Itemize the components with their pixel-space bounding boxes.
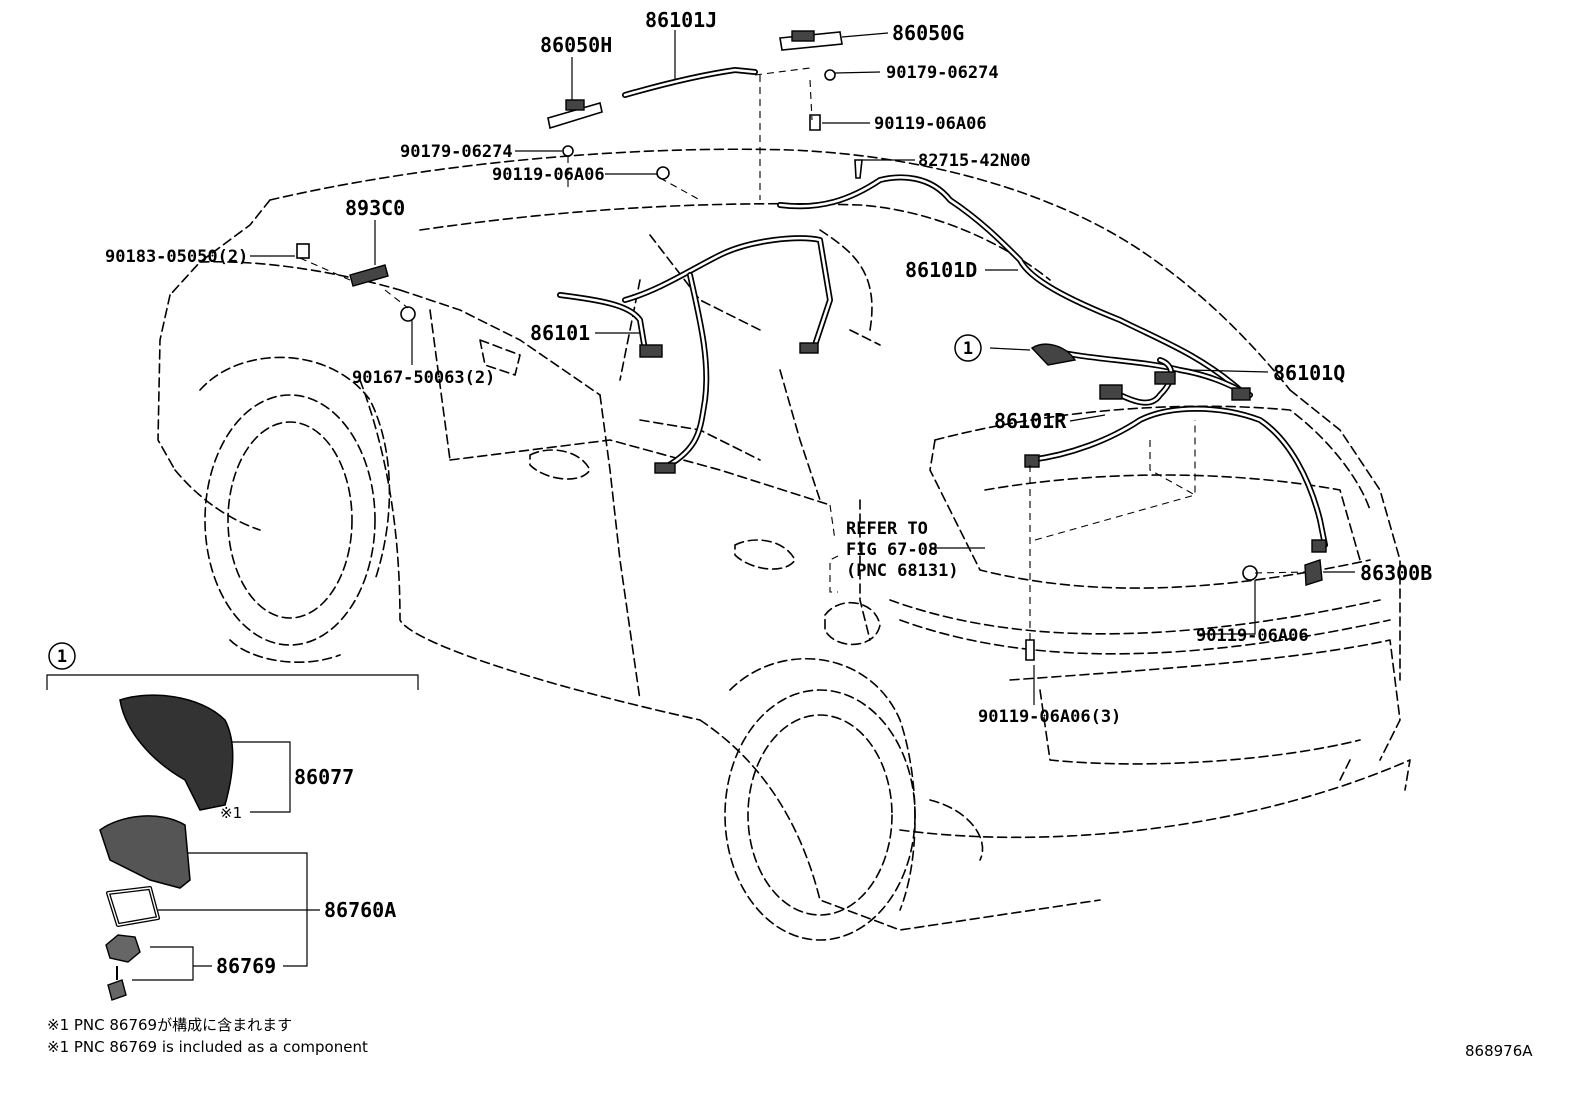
label-82715-42N00: 82715-42N00 — [918, 151, 1031, 171]
label-90179-06274-right: 90179-06274 — [886, 63, 999, 83]
reference-lines — [299, 67, 1306, 640]
label-90119-06A06-rear: 90119-06A06 — [1196, 626, 1309, 646]
label-86101J: 86101J — [645, 8, 717, 32]
label-86769: 86769 — [216, 954, 276, 978]
refer-line-3: (PNC 68131) — [846, 561, 959, 581]
callout-circle-main-label: 1 — [963, 339, 973, 359]
label-86101D: 86101D — [905, 258, 977, 282]
callout-circle-detail: 1 — [48, 642, 76, 670]
label-86101R: 86101R — [994, 409, 1067, 433]
detail-view-antenna — [46, 674, 419, 1001]
footnote-jp: ※1 PNC 86769が構成に含まれます — [47, 1016, 292, 1034]
label-86101Q: 86101Q — [1273, 361, 1345, 385]
label-86050H: 86050H — [540, 33, 612, 57]
refer-note: REFER TO FIG 67-08 (PNC 68131) — [829, 519, 959, 593]
label-86077: 86077 — [294, 765, 354, 789]
label-86760A: 86760A — [324, 898, 396, 922]
wire-harness-group — [557, 67, 1328, 548]
label-86101: 86101 — [530, 321, 590, 345]
refer-line-1: REFER TO — [846, 519, 928, 539]
vehicle-outline — [157, 148, 1411, 941]
footnote-en: ※1 PNC 86769 is included as a component — [47, 1038, 368, 1056]
star-mark: ※1 — [220, 804, 242, 822]
part-labels: 86050H 86101J 86050G 90179-06274 90119-0… — [105, 8, 1432, 978]
label-90119-06A06-3: 90119-06A06(3) — [978, 707, 1121, 727]
refer-line-2: FIG 67-08 — [846, 540, 938, 560]
leader-lines — [132, 30, 1355, 981]
callout-circle-detail-label: 1 — [57, 647, 67, 667]
label-90179-06274-left: 90179-06274 — [400, 142, 513, 162]
label-90119-06A06-top: 90119-06A06 — [874, 114, 987, 134]
label-86300B: 86300B — [1360, 561, 1432, 585]
label-893C0: 893C0 — [345, 196, 405, 220]
small-parts — [296, 30, 1327, 661]
label-90183-05050: 90183-05050(2) — [105, 247, 248, 267]
label-90119-06A06-left: 90119-06A06 — [492, 165, 605, 185]
label-90167-50063: 90167-50063(2) — [352, 368, 495, 388]
callout-circle-main: 1 — [954, 334, 982, 362]
label-86050G: 86050G — [892, 21, 964, 45]
figure-id: 868976A — [1465, 1042, 1533, 1060]
